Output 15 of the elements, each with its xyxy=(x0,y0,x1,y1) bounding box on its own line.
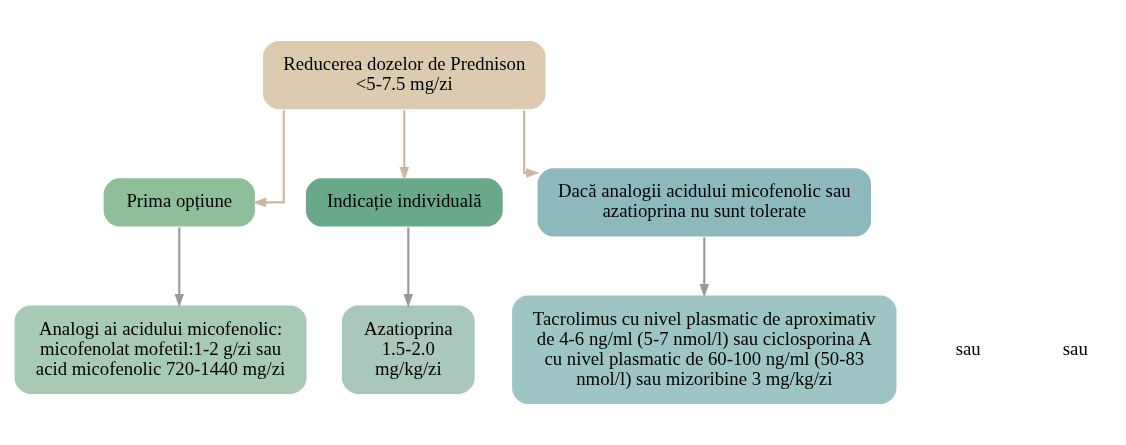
arrow xyxy=(699,237,710,298)
label: sau xyxy=(955,337,981,359)
arrow xyxy=(252,110,285,208)
node-box: Azatioprina 1.5-2.0 mg/kg/zi xyxy=(340,304,476,396)
arrow xyxy=(403,227,414,308)
node-box: Prima opțiune xyxy=(102,176,257,228)
label: sau xyxy=(1062,337,1088,359)
node-box: Dacă analogii acidului micofenolic sau azatioprina nu sunt tolerate xyxy=(536,166,873,238)
node-box: Tacrolimus cu nivel plasmatic de aproximativ de 4-6 ng/ml (5-7 nmol/l) sau ciclosporina A cu nivel plasmatic de 60-100 ng/ml (50-83 nmol/l) sau mizoribine 3 mg/kg/zi xyxy=(510,294,898,406)
node-box: Analogi ai acidului micofenolic: micofenolat mofetil:1-2 g/zi sau acid micofenolic 720-1440 mg/zi xyxy=(13,304,308,396)
node-box: Reducerea dozelor de Prednison <5-7.5 mg/zi xyxy=(261,39,547,111)
arrow xyxy=(523,110,540,178)
node-box: Indicație individuală xyxy=(304,176,505,228)
arrow xyxy=(174,227,185,308)
arrow xyxy=(399,110,410,181)
